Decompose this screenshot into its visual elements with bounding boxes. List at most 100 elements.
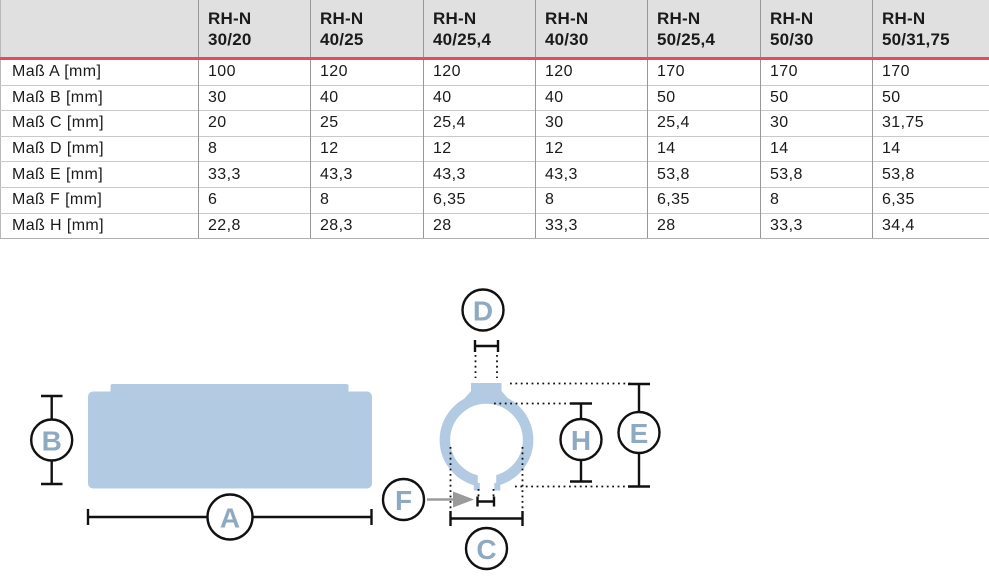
projection-lines bbox=[449, 382, 634, 513]
svg-text:C: C bbox=[476, 534, 496, 565]
table-cell: 100 bbox=[198, 58, 311, 86]
table-cell: 22,8 bbox=[198, 212, 311, 240]
table-cell: 28,3 bbox=[310, 212, 424, 240]
row-label: Maß C [mm] bbox=[0, 110, 199, 137]
side-view-body bbox=[88, 391, 372, 489]
table-cell: 40 bbox=[310, 84, 424, 111]
f-pointer-arrow-icon bbox=[427, 491, 474, 508]
table-cell: 170 bbox=[760, 58, 873, 86]
svg-text:E: E bbox=[630, 418, 649, 449]
svg-text:F: F bbox=[395, 485, 412, 516]
table-cell: 8 bbox=[760, 186, 873, 214]
table-cell: 20 bbox=[198, 110, 311, 137]
row-label: Maß B [mm] bbox=[0, 84, 199, 111]
row-label: Maß H [mm] bbox=[0, 212, 199, 240]
row-label: Maß E [mm] bbox=[0, 161, 199, 188]
dimension-b: B bbox=[30, 394, 74, 486]
clamp-ring bbox=[439, 393, 534, 487]
table-cell: 12 bbox=[423, 135, 536, 162]
table-cell: 28 bbox=[647, 212, 761, 240]
svg-text:B: B bbox=[42, 426, 62, 457]
table-cell: 12 bbox=[310, 135, 424, 162]
table-cell: 50 bbox=[647, 84, 761, 111]
table-cell: 8 bbox=[310, 186, 424, 214]
part-cross-section bbox=[439, 383, 534, 491]
dim-marker-c: C bbox=[464, 526, 509, 571]
table-cell: 120 bbox=[310, 58, 424, 86]
table-cell: 8 bbox=[535, 186, 648, 214]
part-side-view bbox=[88, 384, 372, 489]
table-cell: 31,75 bbox=[872, 110, 989, 137]
table-cell: 43,3 bbox=[423, 161, 536, 188]
row-label: Maß F [mm] bbox=[0, 186, 199, 214]
table-cell: 6,35 bbox=[872, 186, 989, 214]
table-cell: 53,8 bbox=[872, 161, 989, 188]
table-cell: 40 bbox=[423, 84, 536, 111]
svg-text:D: D bbox=[473, 296, 493, 327]
dimension-a: A bbox=[86, 493, 373, 541]
table-cell: 120 bbox=[423, 58, 536, 86]
table-cell: 25,4 bbox=[423, 110, 536, 137]
clamp-foot-right bbox=[494, 483, 501, 491]
dim-marker-d: D bbox=[461, 288, 505, 332]
table-cell: 53,8 bbox=[760, 161, 873, 188]
row-label: Maß A [mm] bbox=[12, 63, 102, 81]
table-cell: 6,35 bbox=[423, 186, 536, 214]
dim-marker-f: F bbox=[381, 477, 426, 522]
table-cell: 33,3 bbox=[535, 212, 648, 240]
table-cell: 43,3 bbox=[535, 161, 648, 188]
table-cell: 33,3 bbox=[760, 212, 873, 240]
clamp-foot-left bbox=[473, 483, 480, 491]
table-cell: 33,3 bbox=[198, 161, 311, 188]
table-cell: 25,4 bbox=[647, 110, 761, 137]
dimension-h: H bbox=[559, 402, 603, 483]
table-cell: 12 bbox=[535, 135, 648, 162]
table-cell: 53,8 bbox=[647, 161, 761, 188]
table-cell: 14 bbox=[760, 135, 873, 162]
table-cell: 14 bbox=[647, 135, 761, 162]
table-corner-cell bbox=[0, 0, 199, 60]
table-cell: 120 bbox=[535, 58, 648, 86]
table-cell: 50 bbox=[872, 84, 989, 111]
table-cell: 8 bbox=[198, 135, 311, 162]
table-cell: 50 bbox=[760, 84, 873, 111]
dim-marker-e: E bbox=[617, 410, 661, 455]
svg-text:A: A bbox=[220, 503, 240, 534]
clamp-slot-cutout bbox=[477, 470, 497, 489]
dimension-c: C bbox=[449, 511, 524, 571]
dim-marker-h: H bbox=[559, 417, 603, 462]
row-label: Maß D [mm] bbox=[0, 135, 199, 162]
table-cell: 40 bbox=[535, 84, 648, 111]
technical-drawing: B A D bbox=[30, 288, 661, 571]
table-cell: 43,3 bbox=[310, 161, 424, 188]
table-cell: 34,4 bbox=[872, 212, 989, 240]
dimension-d: D bbox=[461, 288, 505, 378]
table-cell: 30 bbox=[535, 110, 648, 137]
table-cell: 25 bbox=[310, 110, 424, 137]
table-cell: 30 bbox=[760, 110, 873, 137]
svg-text:H: H bbox=[571, 425, 591, 456]
table-cell: 170 bbox=[647, 58, 761, 86]
dim-marker-a: A bbox=[206, 493, 254, 541]
table-cell: 6 bbox=[198, 186, 311, 214]
dimension-f: F bbox=[381, 477, 496, 522]
table-cell: 170 bbox=[872, 58, 989, 86]
